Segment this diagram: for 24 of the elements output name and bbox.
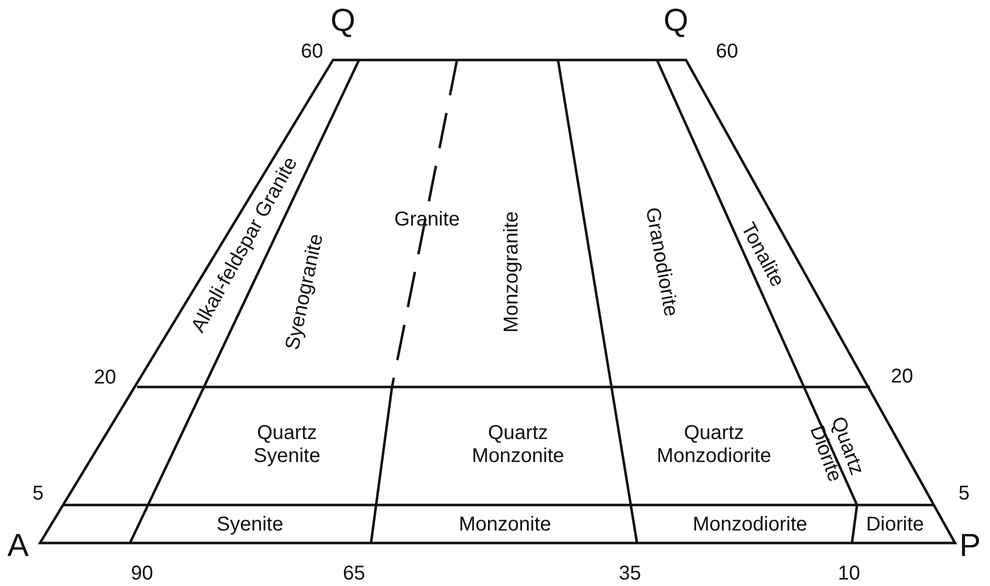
- field-label: Quartz Syenite: [252, 422, 322, 468]
- field-label: Monzodiorite: [692, 514, 808, 536]
- axis-tick-label: 5: [32, 482, 44, 506]
- axis-tick-label: 10: [838, 562, 860, 586]
- vertex-label: P: [959, 527, 981, 563]
- field-label: Monzonite: [458, 514, 552, 536]
- vertex-label: A: [7, 527, 29, 563]
- axis-tick-label: 65: [342, 562, 366, 586]
- axis-tick-label: 20: [890, 366, 914, 388]
- axis-tick-label: 5: [958, 482, 970, 506]
- field-label: Quartz Monzodiorite: [656, 422, 772, 468]
- field-label: Quartz Monzonite: [470, 422, 566, 468]
- field-label: Monzogranite: [500, 211, 524, 333]
- axis-tick-label: 20: [94, 366, 116, 390]
- axis-tick-label: 90: [130, 562, 154, 586]
- field-label: Diorite: [866, 514, 924, 536]
- field-label: Granodiorite: [640, 206, 682, 318]
- axis-tick-label: 35: [618, 562, 642, 586]
- axis-tick-label: 60: [300, 40, 324, 64]
- vertex-label: Q: [664, 2, 688, 38]
- axis-tick-label: 60: [716, 40, 738, 64]
- vertex-label: Q: [330, 2, 356, 38]
- field-label: Granite: [394, 208, 460, 232]
- field-label: Syenite: [216, 514, 284, 536]
